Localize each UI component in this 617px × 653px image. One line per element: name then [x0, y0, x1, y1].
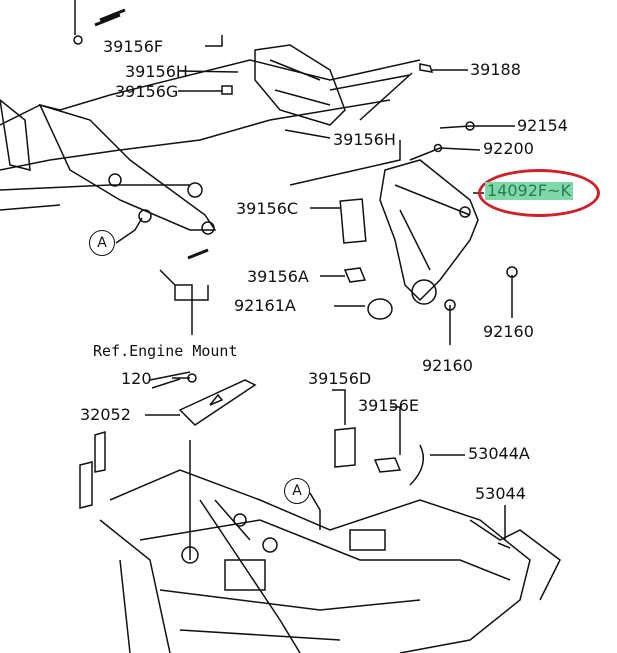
ref-engine-mount-label: Ref.Engine Mount: [93, 342, 238, 360]
callout-a-lower: A: [284, 478, 310, 504]
part-label-39156C: 39156C: [236, 199, 299, 218]
part-label-39156H: 39156H: [125, 62, 188, 81]
part-label-32052: 32052: [80, 405, 131, 424]
part-label-39156E: 39156E: [358, 396, 420, 415]
part-label-39156G: 39156G: [115, 82, 179, 101]
part-label-14092F-K-highlighted: 14092F~K: [485, 181, 573, 200]
part-label-53044A: 53044A: [468, 444, 530, 463]
part-label-92200: 92200: [483, 139, 534, 158]
part-label-92160-lower: 92160: [422, 356, 473, 375]
part-label-39156F: 39156F: [103, 37, 164, 56]
part-label-39156D: 39156D: [308, 369, 372, 388]
part-label-120: 120: [121, 369, 152, 388]
part-label-53044: 53044: [475, 484, 526, 503]
part-label-39156H-mid: 39156H: [333, 130, 396, 149]
callout-a-upper: A: [89, 230, 115, 256]
highlight-ring: [478, 169, 600, 217]
part-label-92161A: 92161A: [234, 296, 296, 315]
part-label-39188: 39188: [470, 60, 521, 79]
part-label-92160-right: 92160: [483, 322, 534, 341]
part-label-92154: 92154: [517, 116, 568, 135]
part-label-39156A: 39156A: [247, 267, 309, 286]
